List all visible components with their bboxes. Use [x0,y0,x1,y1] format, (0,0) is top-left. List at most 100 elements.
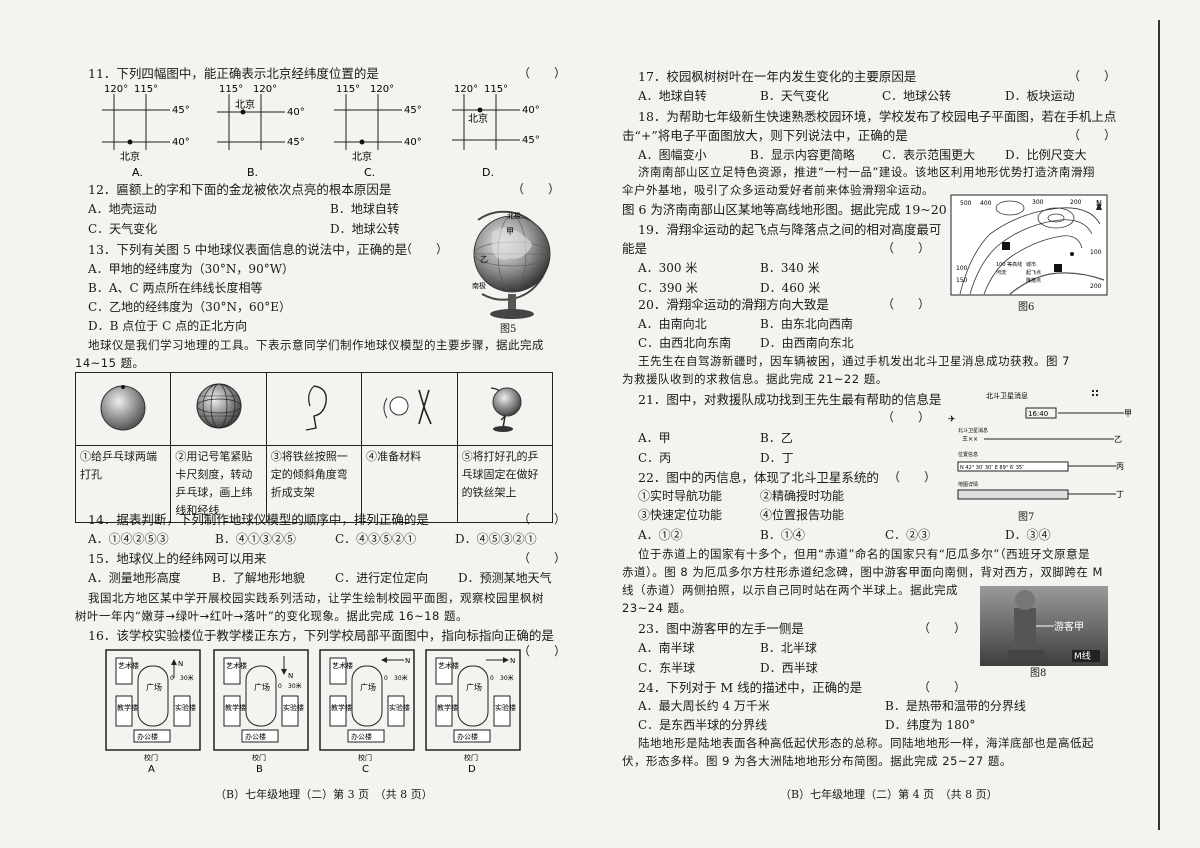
q18-option-a[interactable]: A．图幅变小 [638,148,707,162]
q15-option-c[interactable]: C．进行定位定向 [335,571,429,585]
q21-paren: （ ） [882,410,931,424]
q22-option-b[interactable]: B．①④ [760,528,805,542]
plan-a-gate: 校门 [144,753,158,762]
q21-option-b[interactable]: B．乙 [760,431,793,445]
map-b-city: 北京 [235,98,255,111]
q18-option-c[interactable]: C．表示范围更大 [882,148,976,162]
plan-c-north: N [405,657,410,665]
fig7-tag-ding: 丁 [1116,490,1124,499]
q13-option-b[interactable]: B．A、C 两点所在纬线长度相等 [88,281,263,295]
q11-paren: （ ） [518,66,567,80]
q24-option-a[interactable]: A．最大周长约 4 万千米 [638,699,770,713]
q23-option-c[interactable]: C．东半球 [638,661,696,675]
fig8-monument-photo: 游客甲 M线 [980,586,1108,666]
q14-option-c[interactable]: C．④③⑤②① [335,532,417,546]
plan-c-field: 广场 [360,682,376,692]
q17-option-c[interactable]: C．地球公转 [882,89,952,103]
intro23-line3: 线（赤道）两侧拍照，以示自己同时站在两个半球上。据此完成 [622,583,958,597]
globe-yi-label: 乙 [480,255,488,264]
q23-option-a[interactable]: A．南半球 [638,641,695,655]
step-2: ②用记号笔紧贴卡尺刻度，转动乒乓球，画上纬线和经线 [170,445,267,523]
step-img-1 [74,372,172,446]
fig7-time: 16:40 [1028,410,1048,418]
q24-option-b[interactable]: B．是热带和温带的分界线 [885,699,1026,713]
q11-map-a: 120° 115° 45° 40° 北京 A. [102,84,190,179]
q23-option-b[interactable]: B．北半球 [760,641,817,655]
map-a-lon2: 115° [134,84,158,95]
q17-option-a[interactable]: A．地球自转 [638,89,707,103]
plan-c-lab: 实验楼 [389,703,410,712]
map-b-lat2: 45° [287,137,305,148]
fig5-globe: 北极 甲 乙 南极 [472,210,551,319]
step-img-3 [265,372,363,446]
fig5-caption: 图5 [500,324,517,335]
map-b-lon2: 120° [253,84,277,95]
q14-option-b[interactable]: B．④①③②⑤ [215,532,296,546]
map-d-lat2: 45° [522,135,540,146]
q14-option-d[interactable]: D．④⑤③②① [455,532,537,546]
plan-d-scale: 30米 [500,674,514,682]
q12-text: 12．匾额上的字和下面的金龙被依次点亮的根本原因是 [88,182,392,197]
plan-a-lab: 实验楼 [175,703,196,712]
q20-option-a[interactable]: A．由南向北 [638,317,707,331]
q22-option-d[interactable]: D．③④ [1005,528,1051,542]
q19-option-d[interactable]: D．460 米 [760,281,821,295]
left-page: 11．下列四幅图中，能正确表示北京经纬度位置的是 （ ） 120° 115° 4… [74,66,567,801]
plan-c-scale0: 0 [384,675,388,682]
q15-option-a[interactable]: A．测量地形高度 [88,571,181,585]
step-img-2 [170,372,267,446]
q24-option-d[interactable]: D．纬度为 180° [885,718,976,732]
plan-c-label: C [362,764,369,775]
globe-jia-label: 甲 [506,227,514,236]
plan-d-office: 办公楼 [457,732,478,741]
q13-option-d[interactable]: D．B 点位于 C 点的正北方向 [88,319,248,333]
q11-map-c: 115° 120° 北京 45° 40° C. [334,84,422,179]
q13-option-c[interactable]: C．乙地的经纬度为（30°N，60°E） [88,300,291,314]
plan-b-gate: 校门 [252,753,266,762]
q21-option-a[interactable]: A．甲 [638,431,671,445]
q23-text: 23．图中游客甲的左手一侧是 [638,621,804,636]
q20-option-b[interactable]: B．由东北向西南 [760,317,853,331]
q22-option-a[interactable]: A．①② [638,528,683,542]
fig6-legend-river: 河流 [996,269,1006,276]
fig6-contour-map: 500 400 300 200 100 100 150 200 N 100 等高… [950,194,1108,296]
q24-option-c[interactable]: C．是东西半球的分界线 [638,718,768,732]
q19-option-a[interactable]: A．300 米 [638,261,698,275]
q19-option-c[interactable]: C．390 米 [638,281,698,295]
q20-paren: （ ） [882,297,931,311]
q12-option-d[interactable]: D．地球公转 [330,222,400,236]
q18-option-d[interactable]: D．比例尺变大 [1005,148,1087,162]
map-b-lon1: 115° [219,84,243,95]
q20-option-c[interactable]: C．由西北向东南 [638,336,732,350]
q13-option-a[interactable]: A．甲地的经纬度为（30°N，90°W） [88,262,295,276]
q18-line2: 击“+”将电子平面图放大，则下列说法中，正确的是 [622,128,908,143]
q19-option-b[interactable]: B．340 米 [760,261,820,275]
fig6-c500: 500 [960,200,972,207]
q16-campus-plans: 艺术楼 广场 教学楼 实验楼 办公楼 校门 N 0 30米 A 艺术楼 广场 教… [105,649,521,775]
q21-option-c[interactable]: C．丙 [638,451,672,465]
q21-option-d[interactable]: D．丁 [760,451,794,465]
q15-option-b[interactable]: B．了解地形地貌 [212,571,305,585]
q12-option-a[interactable]: A．地壳运动 [88,202,157,216]
q15-option-d[interactable]: D．预测某地天气 [458,571,552,585]
q12-option-c[interactable]: C．天气变化 [88,222,158,236]
step-3: ③将铁丝按照一定的倾斜角度弯折成支架 [265,445,363,523]
steps-table: ①给乒乓球两端打孔 ②用记号笔紧贴卡尺刻度，转动乒乓球，画上纬线和经线 ③将铁丝… [74,372,554,523]
fig8-caption: 图8 [1030,668,1047,679]
fig7-caption: 图7 [1018,512,1035,523]
q12-option-b[interactable]: B．地球自转 [330,202,399,216]
q14-option-a[interactable]: A．①④②⑤③ [88,532,169,546]
q22-option-c[interactable]: C．②③ [885,528,931,542]
plan-a: 艺术楼 广场 教学楼 实验楼 办公楼 校门 N 0 30米 A [105,649,201,775]
q11-map-d: 120° 115° 北京 40° 45° D. [452,84,540,179]
globe-south-label: 南极 [472,281,486,290]
map-c-lat1: 45° [404,105,422,116]
q18-option-b[interactable]: B．显示内容更简略 [750,148,855,162]
q17-option-d[interactable]: D．板块运动 [1005,89,1075,103]
plan-c-teach: 教学楼 [331,703,352,712]
q20-option-d[interactable]: D．由西南向东北 [760,336,854,350]
plan-a-scale0: 0 [170,675,174,682]
q17-option-b[interactable]: B．天气变化 [760,89,829,103]
q23-option-d[interactable]: D．西半球 [760,661,818,675]
plan-d-teach: 教学楼 [437,703,458,712]
